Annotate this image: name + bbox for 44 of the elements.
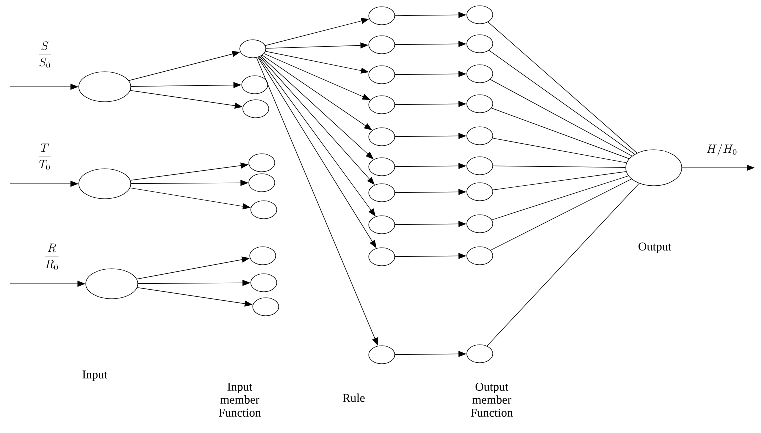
edge-label: $H/H_0$ <box>707 144 737 156</box>
neuron-ellipse <box>248 154 276 172</box>
neuron-ellipse <box>250 246 276 266</box>
neuron-ellipse <box>466 126 494 146</box>
neuron-ellipse <box>78 72 132 102</box>
neuron-ellipse <box>368 346 396 364</box>
neuron-ellipse <box>240 40 266 58</box>
neuron-ellipse <box>466 64 494 84</box>
neuron-ellipse <box>466 214 494 234</box>
arrow <box>258 57 377 248</box>
edge-label: $\frac{R}{R_0}$ <box>45 244 59 270</box>
edge-label: $\frac{T}{T_0}$ <box>39 144 51 170</box>
neuron-ellipse <box>368 66 396 84</box>
neuron-ellipse <box>466 344 494 364</box>
neuron-ellipse <box>466 182 494 202</box>
neuron-ellipse <box>250 200 278 220</box>
neuron-ellipse <box>368 128 396 146</box>
neuron-ellipse <box>78 168 132 200</box>
neuron-ellipse <box>368 158 396 176</box>
layer-label: Rule <box>343 394 365 402</box>
neuron-ellipse <box>626 150 682 186</box>
layer-label: Input <box>82 370 108 382</box>
neuron-ellipse <box>368 36 396 54</box>
layer-label: Output member Function <box>471 382 514 418</box>
neuron-ellipse <box>368 96 396 114</box>
neuron-ellipse <box>466 6 494 24</box>
neuron-ellipse <box>252 298 280 316</box>
layer-label: Input member Function <box>219 383 262 417</box>
neuron-ellipse <box>368 184 396 202</box>
edge-label: $\frac{S}{S_0}$ <box>39 42 51 68</box>
neuron-ellipse <box>242 100 270 118</box>
neuron-ellipse <box>368 6 396 26</box>
neuron-ellipse <box>368 248 396 266</box>
layer-label: Output <box>638 242 672 254</box>
neuron-ellipse <box>250 274 278 292</box>
arrow <box>262 55 372 130</box>
neuron-ellipse <box>86 268 138 300</box>
neuron-ellipse <box>466 156 494 176</box>
neuron-ellipse <box>466 94 494 114</box>
neuron-ellipse <box>466 246 494 266</box>
neuron-ellipse <box>466 34 494 54</box>
neuron-ellipse <box>248 174 276 192</box>
neuron-ellipse <box>368 216 396 234</box>
neuron-ellipse <box>242 76 268 94</box>
